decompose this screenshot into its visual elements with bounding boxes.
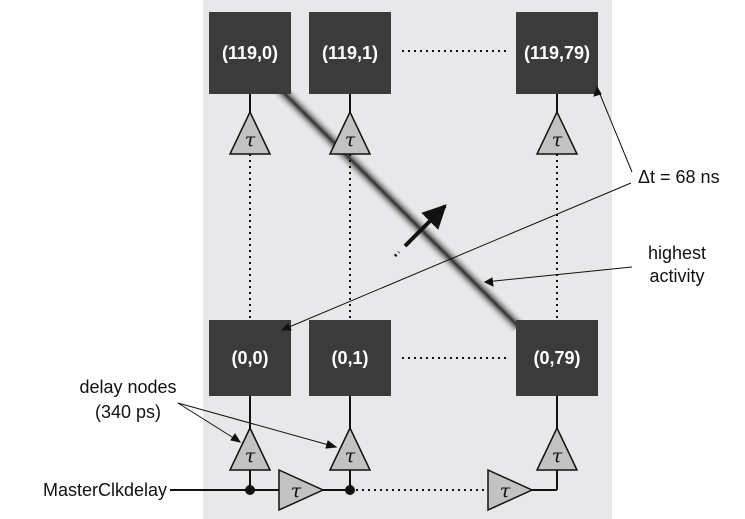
- tau-symbol: τ: [500, 480, 511, 502]
- node-label: (119,79): [524, 43, 590, 63]
- delay-triangle-up-top-right: τ: [535, 110, 579, 155]
- delta-t-label: Δt = 68 ns: [638, 167, 720, 187]
- node-label: (119,0): [222, 43, 278, 63]
- node-label: (119,1): [322, 43, 378, 63]
- delay-triangle-up-top-mid: τ: [328, 110, 372, 155]
- tau-symbol: τ: [291, 480, 302, 502]
- delay-nodes-label-line1: delay nodes: [79, 377, 176, 397]
- node-0-79: (0,79): [516, 320, 598, 396]
- delay-triangle-right-1: τ: [278, 468, 325, 512]
- highest-activity-pointer: [483, 266, 633, 287]
- tau-symbol: τ: [245, 445, 256, 467]
- delay-triangle-right-2: τ: [487, 468, 534, 512]
- delta-t-pointers: [280, 85, 633, 331]
- tau-symbol: τ: [245, 129, 256, 151]
- node-label: (0,0): [231, 348, 268, 368]
- delay-nodes-pointers: [177, 402, 338, 449]
- node-0-1: (0,1): [309, 320, 391, 396]
- delay-triangle-up-bottom-right: τ: [535, 426, 579, 471]
- node-label: (0,1): [331, 348, 368, 368]
- highest-activity-label-line1: highest: [648, 243, 706, 263]
- node-0-0: (0,0): [209, 320, 291, 396]
- delay-triangle-up-top-left: τ: [228, 110, 272, 155]
- node-119-0: (119,0): [209, 12, 291, 94]
- delay-triangle-up-bottom-left: τ: [228, 426, 272, 471]
- delay-triangle-up-bottom-mid: τ: [328, 426, 372, 471]
- propagation-arrow: [393, 204, 447, 258]
- tau-symbol: τ: [552, 129, 563, 151]
- node-label: (0,79): [533, 348, 580, 368]
- tau-symbol: τ: [345, 129, 356, 151]
- junction-dot-mid: [345, 485, 355, 495]
- junction-dot-left: [245, 485, 255, 495]
- highest-activity-label-line2: activity: [649, 266, 704, 286]
- tau-symbol: τ: [345, 445, 356, 467]
- node-119-79: (119,79): [516, 12, 598, 94]
- node-119-1: (119,1): [309, 12, 391, 94]
- highest-activity-band: [239, 48, 526, 334]
- delay-nodes-label-line2: (340 ps): [95, 402, 161, 422]
- tau-symbol: τ: [552, 445, 563, 467]
- master-clk-label: MasterClkdelay: [43, 480, 167, 500]
